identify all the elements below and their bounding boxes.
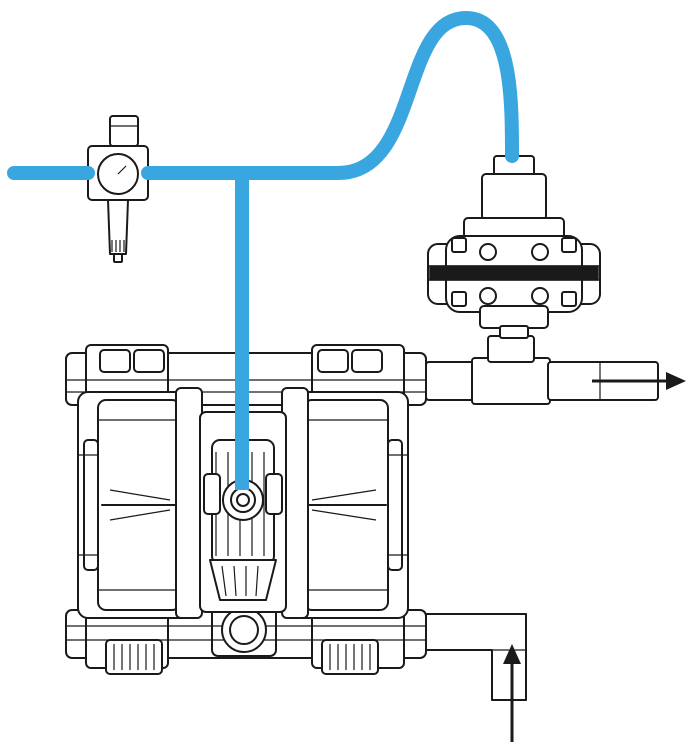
suction-inlet-arrow (503, 644, 521, 742)
centre-air-valve-section (199, 411, 287, 613)
bottom-manifold (65, 603, 427, 675)
discharge-tee (425, 335, 659, 405)
right-diaphragm-chamber (281, 387, 409, 619)
discharge-outlet-arrow (592, 372, 686, 390)
double-diaphragm-pump (65, 344, 427, 675)
left-diaphragm-chamber (77, 387, 203, 619)
filter-regulator (87, 115, 149, 263)
pulsation-dampener (427, 155, 601, 339)
air-supply-line (7, 11, 519, 490)
suction-elbow (425, 613, 527, 701)
